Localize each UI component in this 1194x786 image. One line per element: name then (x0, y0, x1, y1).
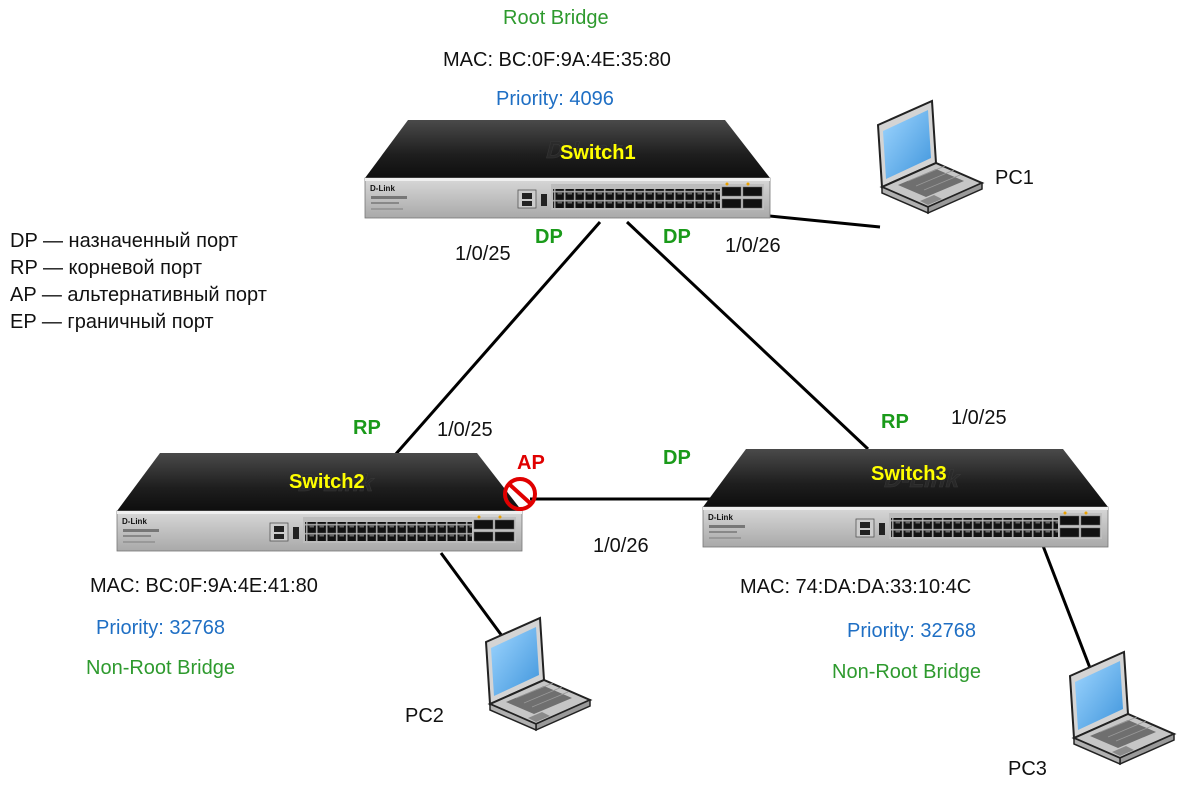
switch1-port-left-role: DP (535, 226, 563, 248)
blocked-port-icon (503, 477, 537, 511)
pc3-laptop-icon[interactable] (1069, 651, 1175, 765)
switch2-priority: Priority: 32768 (96, 617, 225, 639)
link-switch1-switch3 (625, 220, 870, 451)
switch1-port-right-role: DP (663, 226, 691, 248)
legend-item-ap: AP — альтернативный порт (10, 284, 267, 306)
switch1-device[interactable]: Switch1 (364, 119, 771, 219)
pc2-laptop-icon[interactable] (485, 617, 591, 731)
legend-item-rp: RP — корневой порт (10, 257, 202, 279)
link-switch1-switch2 (393, 221, 602, 456)
switch3-port-left: 1/0/26 (593, 535, 649, 557)
switch2-port-up-role: RP (353, 417, 381, 439)
legend-item-ep: EP — граничный порт (10, 311, 214, 333)
switch1-name: Switch1 (560, 142, 636, 164)
switch3-device[interactable]: Switch3 (702, 448, 1109, 548)
legend-item-dp: DP — назначенный порт (10, 230, 238, 252)
switch2-port-up: 1/0/25 (437, 419, 493, 441)
legend: DP — назначенный порт RP — корневой порт… (10, 228, 267, 336)
switch2-device[interactable]: Switch2 (116, 452, 523, 552)
switch1-port-right: 1/0/26 (725, 235, 781, 257)
pc3-label: PC3 (1008, 758, 1047, 780)
link-switch2-pc2 (439, 552, 507, 641)
switch3-port-up-role: RP (881, 411, 909, 433)
switch1-port-left: 1/0/25 (455, 243, 511, 265)
link-switch3-pc3 (1038, 537, 1092, 669)
switch1-priority: Priority: 4096 (496, 88, 614, 110)
pc2-label: PC2 (405, 705, 444, 727)
switch3-port-up: 1/0/25 (951, 407, 1007, 429)
switch3-port-left-role: DP (663, 447, 691, 469)
switch3-role: Non-Root Bridge (832, 661, 981, 683)
switch2-mac: MAC: BC:0F:9A:4E:41:80 (90, 575, 318, 597)
pc1-label: PC1 (995, 167, 1034, 189)
switch3-name: Switch3 (871, 463, 947, 485)
switch2-name: Switch2 (289, 471, 365, 493)
switch2-role: Non-Root Bridge (86, 657, 235, 679)
switch1-role: Root Bridge (503, 7, 609, 29)
switch3-priority: Priority: 32768 (847, 620, 976, 642)
pc1-laptop-icon[interactable] (877, 100, 983, 214)
switch2-port-right-role: AP (517, 452, 545, 474)
switch3-mac: MAC: 74:DA:DA:33:10:4C (740, 576, 972, 598)
switch1-mac: MAC: BC:0F:9A:4E:35:80 (443, 49, 671, 71)
